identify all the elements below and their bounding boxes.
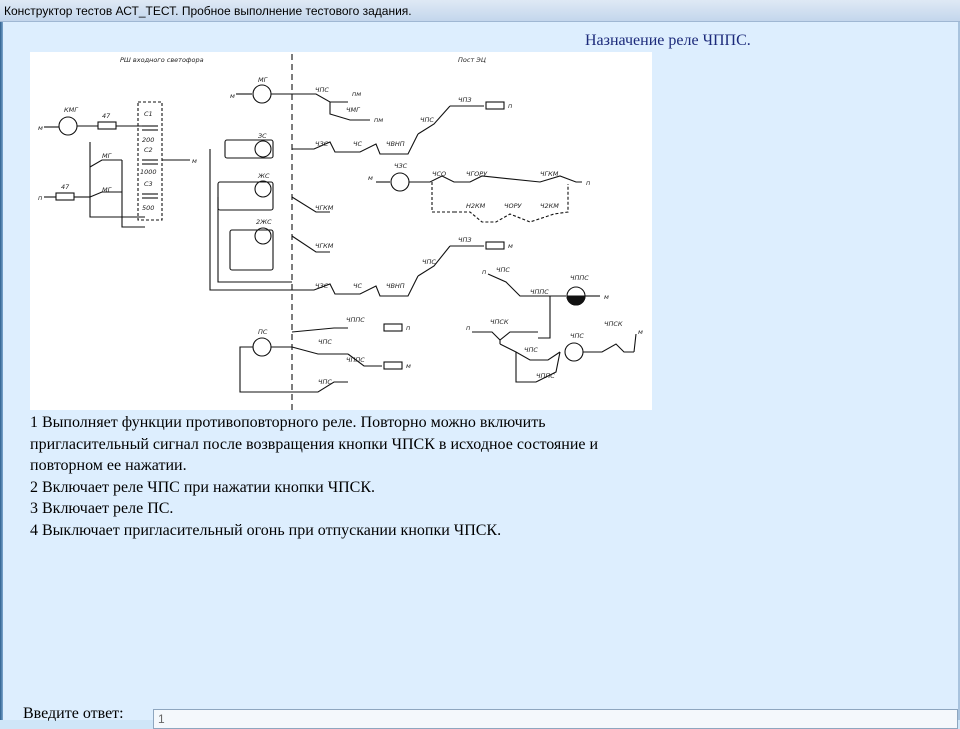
answer-input[interactable]: 1: [153, 709, 958, 729]
relay-ps: [252, 337, 272, 357]
svg-text:м: м: [604, 293, 609, 301]
svg-text:ЧПЗ: ЧПЗ: [458, 236, 472, 244]
relay-kmg: [58, 116, 78, 136]
svg-text:ЗС: ЗС: [258, 132, 267, 140]
svg-text:ЧГКМ: ЧГКМ: [315, 242, 334, 250]
svg-text:200: 200: [142, 136, 154, 144]
answer-options: 1 Выполняет функции противоповторного ре…: [30, 412, 650, 541]
svg-text:ЧПС: ЧПС: [420, 116, 434, 124]
svg-text:МГ: МГ: [258, 76, 269, 84]
svg-text:47: 47: [102, 112, 111, 120]
svg-text:м: м: [38, 124, 43, 132]
window-frame-right: [958, 22, 960, 720]
svg-text:м: м: [406, 362, 411, 370]
option-3: 3 Включает реле ПС.: [30, 500, 174, 517]
svg-text:пм: пм: [352, 90, 361, 98]
svg-text:С1: С1: [144, 110, 153, 118]
svg-text:ЖС: ЖС: [257, 172, 270, 180]
relay-zhs: [254, 180, 272, 198]
svg-text:ЧМГ: ЧМГ: [346, 106, 361, 114]
option-1: 1 Выполняет функции противоповторного ре…: [30, 414, 599, 474]
svg-text:ЧС: ЧС: [353, 140, 362, 148]
svg-text:ЧГОРУ: ЧГОРУ: [466, 170, 488, 178]
svg-text:С2: С2: [144, 146, 153, 154]
svg-text:1000: 1000: [140, 168, 157, 176]
svg-text:ЧПСК: ЧПСК: [490, 318, 509, 326]
svg-text:ЧС: ЧС: [353, 282, 362, 290]
svg-text:2ЖС: 2ЖС: [256, 218, 272, 226]
svg-text:ЧВНП: ЧВНП: [386, 140, 405, 148]
svg-text:МГ: МГ: [102, 186, 113, 194]
svg-text:п: п: [508, 102, 512, 110]
resistor-2: [55, 192, 75, 201]
svg-text:ЧППС: ЧППС: [536, 372, 555, 380]
window-title: Конструктор тестов АСТ_ТЕСТ. Пробное вып…: [0, 0, 960, 22]
svg-text:47: 47: [61, 183, 70, 191]
svg-text:ЧПС: ЧПС: [524, 346, 538, 354]
svg-text:ЧПС: ЧПС: [315, 86, 329, 94]
svg-text:п: п: [466, 324, 470, 332]
svg-text:п: п: [586, 179, 590, 187]
kbmsh-box: [137, 101, 163, 221]
svg-text:м: м: [638, 328, 643, 336]
answer-label: Введите ответ:: [23, 705, 124, 722]
svg-text:ЧППС: ЧППС: [530, 288, 549, 296]
svg-text:п: п: [482, 268, 486, 276]
relay-chps: [564, 342, 584, 362]
svg-text:м: м: [368, 174, 373, 182]
relay-zs: [254, 140, 272, 158]
relay-chzs: [390, 172, 410, 192]
option-2: 2 Включает реле ЧПС при нажатии кнопки Ч…: [30, 478, 376, 496]
svg-text:ЧПС: ЧПС: [570, 332, 584, 340]
svg-text:ЧПСК: ЧПСК: [604, 320, 623, 328]
svg-text:ЧВНП: ЧВНП: [386, 282, 405, 290]
svg-text:ЧПС: ЧПС: [318, 378, 332, 386]
svg-text:ПС: ПС: [258, 328, 268, 336]
resistor-1: [97, 121, 117, 130]
window-frame-left: [0, 22, 3, 720]
svg-text:м: м: [508, 242, 513, 250]
svg-text:ЧПС: ЧПС: [318, 338, 332, 346]
relay-mg: [252, 84, 272, 104]
svg-text:м: м: [192, 157, 197, 165]
svg-text:ЧЗС: ЧЗС: [315, 140, 329, 148]
svg-text:ЧПС: ЧПС: [422, 258, 436, 266]
svg-text:ЧГКМ: ЧГКМ: [540, 170, 559, 178]
question-title: Назначение реле ЧППС.: [585, 32, 751, 49]
svg-text:п: п: [406, 324, 410, 332]
relay-2zhs: [254, 227, 272, 245]
svg-text:500: 500: [142, 204, 154, 212]
svg-text:ЧППС: ЧППС: [570, 274, 589, 282]
svg-text:м: м: [230, 92, 235, 100]
svg-text:п: п: [38, 194, 42, 202]
right-section-label: Пост ЭЦ: [458, 56, 486, 64]
left-section-label: РШ входного светофора: [120, 56, 204, 64]
svg-text:ЧПЗ: ЧПЗ: [458, 96, 472, 104]
svg-text:С3: С3: [144, 180, 153, 188]
option-4: 4 Выключает пригласительный огонь при от…: [30, 521, 502, 539]
svg-text:ЧГКМ: ЧГКМ: [315, 204, 334, 212]
svg-text:пм: пм: [374, 116, 383, 124]
svg-text:ЧППС: ЧППС: [346, 316, 365, 324]
svg-text:Н2КМ: Н2КМ: [466, 202, 486, 210]
svg-text:ЧОРУ: ЧОРУ: [504, 202, 522, 210]
svg-text:ЧПС: ЧПС: [496, 266, 510, 274]
svg-text:МГ: МГ: [102, 152, 113, 160]
svg-text:ЧСО: ЧСО: [432, 170, 446, 178]
svg-text:ЧЗС: ЧЗС: [315, 282, 329, 290]
label-kmg: КМГ: [64, 106, 79, 114]
svg-text:ЧЗС: ЧЗС: [394, 162, 408, 170]
svg-text:Ч2КМ: Ч2КМ: [540, 202, 559, 210]
circuit-diagram: РШ входного светофора Пост ЭЦ КМГ м 47 п…: [30, 52, 652, 410]
